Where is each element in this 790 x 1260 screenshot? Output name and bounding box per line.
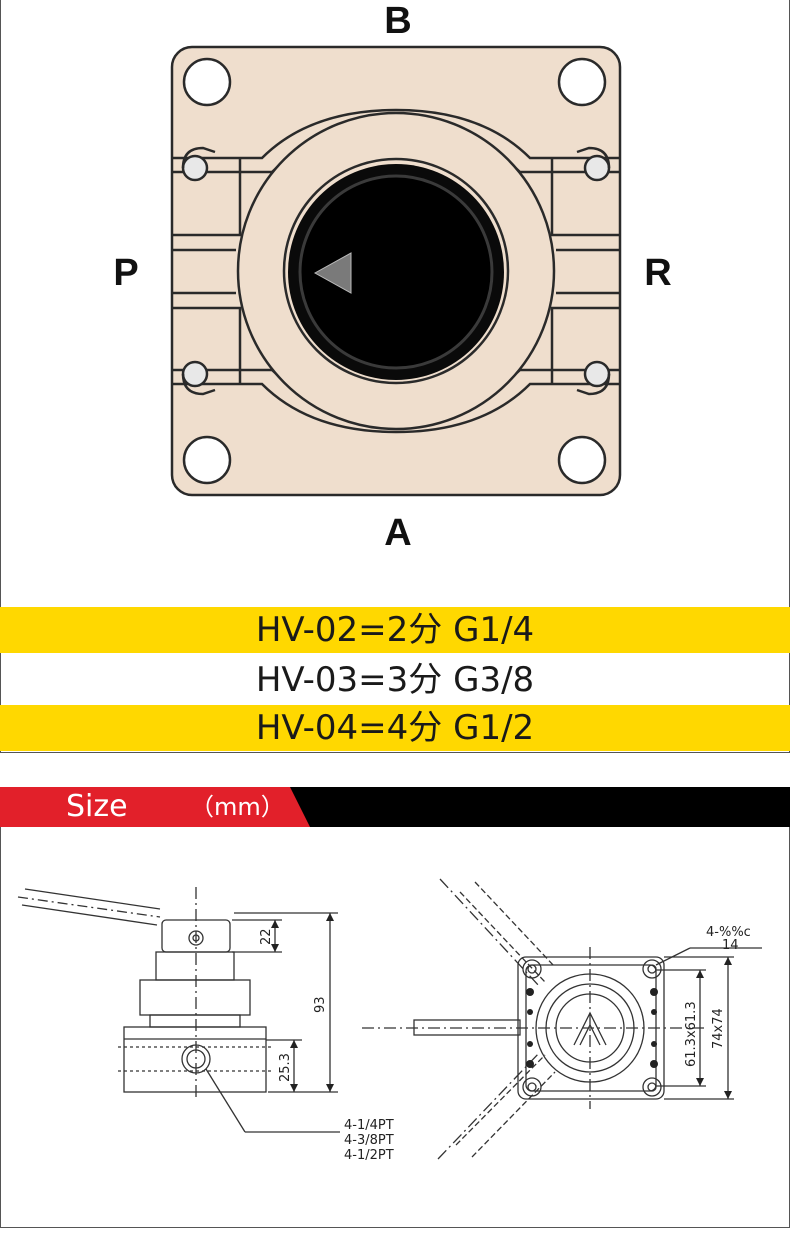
size-banner bbox=[0, 787, 790, 827]
dim-74-label: 74x74 bbox=[711, 1008, 726, 1049]
valve-face-illustration bbox=[170, 45, 622, 497]
screw-left-top bbox=[181, 154, 209, 182]
direction-arrow-icon bbox=[313, 252, 352, 294]
spec-row-hv04: HV-04=4分 G1/2 bbox=[0, 705, 790, 751]
rotary-knob-face bbox=[298, 174, 494, 370]
port-callout-2: 4-3/8PT bbox=[344, 1133, 394, 1148]
mounting-hole-top-left bbox=[182, 57, 232, 107]
hole-diameter-label: 14 bbox=[722, 938, 739, 953]
screw-right-top bbox=[583, 154, 611, 182]
dim-93-label: 93 bbox=[313, 996, 328, 1013]
mounting-hole-top-right bbox=[557, 57, 607, 107]
screw-right-bottom bbox=[583, 360, 611, 388]
size-title: Size bbox=[66, 789, 128, 824]
spec-row-hv02: HV-02=2分 G1/4 bbox=[0, 607, 790, 653]
screw-left-bottom bbox=[181, 360, 209, 388]
port-label-p: P bbox=[113, 252, 139, 294]
hole-note-label: 4-%%c bbox=[706, 925, 751, 940]
flow-channel-lower bbox=[172, 382, 620, 434]
port-label-r: R bbox=[644, 252, 672, 294]
port-label-a: A bbox=[384, 512, 412, 554]
dimension-drawing: 22 93 25.3 4-1/4PT 4-3/8PT 4-1/2PT 4-%%c… bbox=[17, 878, 762, 1163]
flow-channel-upper bbox=[172, 108, 620, 160]
mounting-hole-bottom-left bbox=[182, 435, 232, 485]
mounting-hole-bottom-right bbox=[557, 435, 607, 485]
side-lobe-left-top bbox=[172, 158, 242, 237]
spec-row-hv03: HV-03=3分 G3/8 bbox=[255, 660, 535, 700]
side-lobe-right-top bbox=[550, 158, 620, 237]
dim-25-3-label: 25.3 bbox=[278, 1053, 293, 1082]
dim-22-label: 22 bbox=[259, 928, 274, 945]
port-label-b: B bbox=[384, 0, 412, 42]
side-lobe-left-bottom bbox=[172, 306, 242, 384]
dim-61-3-label: 61.3x61.3 bbox=[684, 1001, 699, 1067]
side-lobe-right-bottom bbox=[550, 306, 620, 384]
port-callout-3: 4-1/2PT bbox=[344, 1148, 394, 1163]
size-unit: （mm） bbox=[190, 793, 285, 821]
port-callout-1: 4-1/4PT bbox=[344, 1118, 394, 1133]
